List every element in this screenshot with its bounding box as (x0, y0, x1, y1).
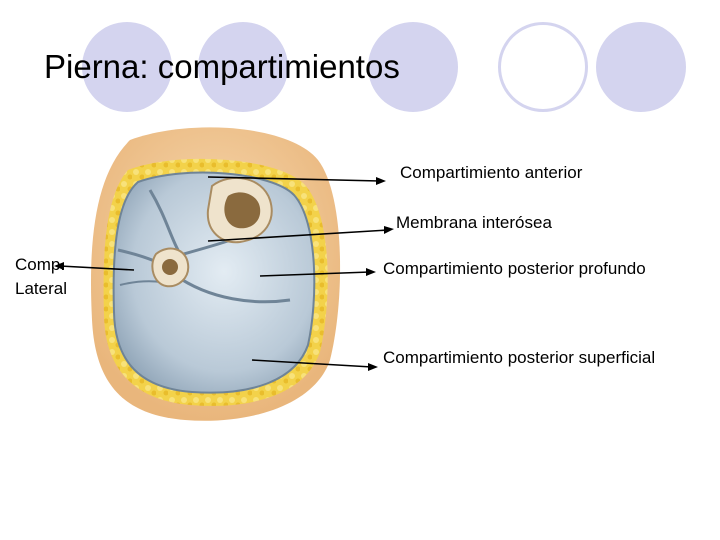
label-compartimiento-posterior-superficial: Compartimiento posterior superficial (383, 347, 655, 369)
fibula-marrow (162, 259, 178, 275)
arrowhead-posterior-profundo (366, 268, 376, 276)
label-comp-lateral-line2: Lateral (15, 278, 67, 300)
arrowhead-interosea (384, 226, 394, 234)
arrowhead-posterior-superficial (368, 363, 378, 371)
label-membrana-interosea: Membrana interósea (396, 212, 552, 234)
arrowhead-anterior (376, 177, 386, 185)
label-comp-lateral-line1: Comp. (15, 254, 65, 276)
label-compartimiento-posterior-profundo: Compartimiento posterior profundo (383, 258, 646, 280)
label-compartimiento-anterior: Compartimiento anterior (400, 162, 582, 184)
